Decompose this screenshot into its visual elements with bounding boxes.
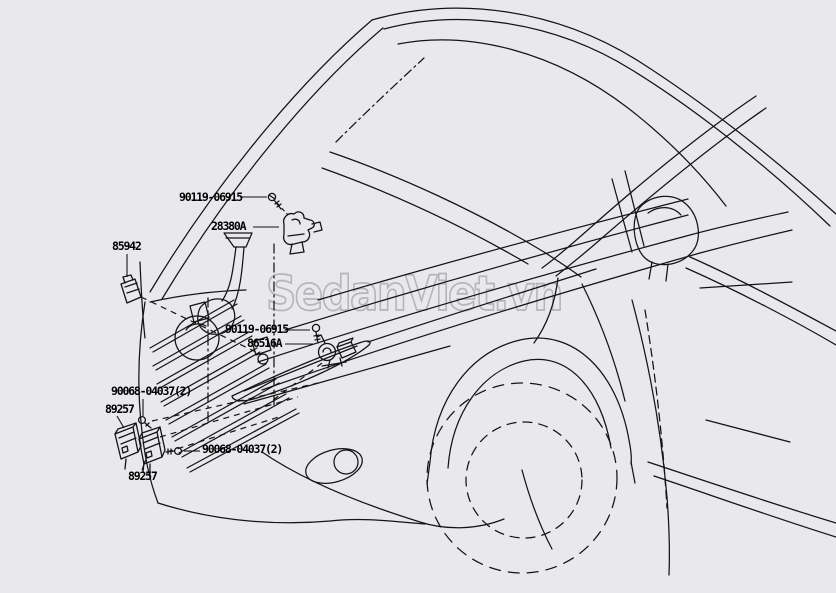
leader-lines [116,196,313,471]
screw-drawing-lower [165,446,183,456]
part-label-90068-04037-upper: 90068-04037(2) [111,384,192,398]
part-label-85942: 85942 [112,239,142,253]
screw-drawing-upper [137,415,152,429]
relay-box-drawing-left [114,422,142,470]
part-label-89257-upper: 89257 [105,402,135,416]
clip-drawing [120,274,142,304]
part-label-90068-04037-lower: 90068-04037(2) [202,442,283,456]
washer-nozzle-drawing [282,211,323,255]
bolt-drawing-upper [267,192,282,210]
fog-light [305,448,363,484]
bolt-drawing-lower [311,323,321,344]
car-body-lines [138,7,836,576]
horn-drawing [316,334,357,369]
washer-reservoir [197,232,272,365]
part-label-86516A: 86516A [247,336,283,350]
part-label-90119-06915-upper: 90119-06915 [179,190,243,204]
part-label-90119-06915-lower: 90119-06915 [225,322,289,336]
part-drawings [114,192,357,477]
part-label-89257-lower: 89257 [128,469,158,483]
front-wheel [426,382,618,574]
headlight [231,340,371,402]
side-mirror [633,195,699,266]
part-label-28380A: 28380A [211,219,247,233]
relay-box-drawing-right [138,426,166,477]
